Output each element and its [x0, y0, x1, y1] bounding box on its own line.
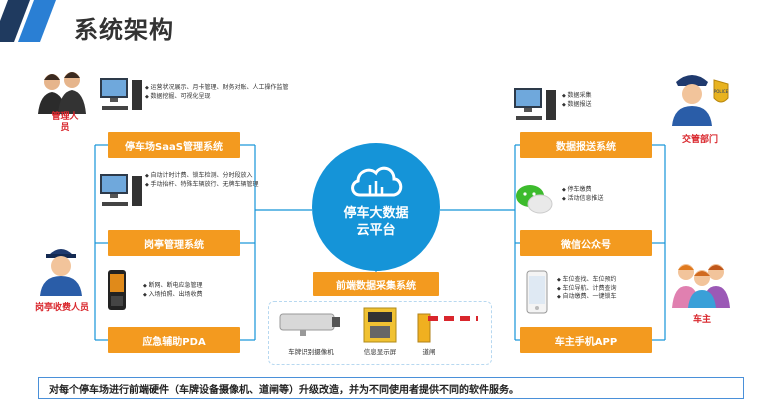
pda-box[interactable]: 应急辅助PDA: [108, 327, 240, 353]
pda-bullets: 断网、断电应急管理 入场拍照、出场收费: [143, 282, 202, 299]
role-traffic: 交管部门: [681, 135, 718, 145]
page-title: 系统架构: [74, 16, 174, 44]
saas-bullet-2: 数据挖掘、可视化呈现: [145, 93, 288, 102]
cloud-icon: [351, 166, 403, 197]
footer-note: 对每个停车场进行前端硬件（车牌设备摄像机、道闸等）升级改造，并为不同使用者提供不…: [38, 377, 744, 399]
wechat-bullet-2: 活动信息推送: [562, 195, 603, 204]
booth-box[interactable]: 岗亭管理系统: [108, 230, 240, 256]
computer-icon: [100, 174, 142, 206]
header-stripes: [0, 0, 56, 42]
booth-bullet-1: 自动计时计费、锁车检测、分时段放入: [145, 172, 258, 181]
police-badge-text: POLICE: [714, 89, 729, 94]
cloud-platform: 停车大数据 云平台: [312, 143, 440, 271]
barrier-gate-icon: [417, 313, 478, 343]
role-manager: 管理人员: [51, 112, 79, 133]
manager-people-icon: [38, 72, 86, 114]
booth-bullet-2: 手动抬杆、特殊车辆放行、无牌车辆管理: [145, 181, 258, 190]
owners-people-icon: [672, 264, 730, 308]
report-box[interactable]: 数据报送系统: [520, 132, 652, 158]
cloud-line1: 停车大数据: [343, 206, 409, 221]
pda-bullet-2: 入场拍照、出场收费: [143, 291, 202, 300]
report-bullet-1: 数据采集: [562, 92, 591, 101]
saas-box[interactable]: 停车场SaaS管理系统: [108, 132, 240, 158]
police-icon: POLICE: [672, 75, 729, 126]
app-bullet-3: 自动缴费、一键锁车: [557, 293, 616, 302]
app-box[interactable]: 车主手机APP: [520, 327, 652, 353]
cloud-line2: 云平台: [356, 223, 396, 238]
role-booth-staff: 岗亭收费人员: [34, 303, 89, 313]
device-label-display: 信息显示屏: [363, 348, 397, 356]
app-bullet-1: 车位查找、车位预约: [557, 276, 616, 285]
front-devices-frame: [268, 301, 492, 365]
report-bullets: 数据采集 数据报送: [562, 92, 591, 109]
computer-icon: [514, 88, 556, 120]
wechat-box[interactable]: 微信公众号: [520, 230, 652, 256]
booth-bullets: 自动计时计费、锁车检测、分时段放入 手动抬杆、特殊车辆放行、无牌车辆管理: [145, 172, 258, 189]
saas-bullet-1: 运营状况展示、月卡管理、财务对账、人工操作监管: [145, 84, 288, 93]
role-owner: 车主: [692, 315, 711, 325]
saas-bullets: 运营状况展示、月卡管理、财务对账、人工操作监管 数据挖掘、可视化呈现: [145, 84, 288, 101]
wechat-icon: [516, 185, 553, 214]
report-bullet-2: 数据报送: [562, 101, 591, 110]
phone-icon: [526, 270, 548, 314]
wechat-bullet-1: 停车缴费: [562, 186, 603, 195]
front-box[interactable]: 前端数据采集系统: [313, 272, 439, 296]
booth-staff-icon: [40, 249, 82, 296]
display-screen-icon: [363, 307, 397, 343]
device-label-gate: 道闸: [422, 348, 436, 356]
computer-icon: [100, 78, 142, 110]
app-bullets: 车位查找、车位预约 车位导航、计费查询 自动缴费、一键锁车: [557, 276, 616, 302]
wechat-bullets: 停车缴费 活动信息推送: [562, 186, 603, 203]
pda-icon: [108, 270, 126, 310]
pda-bullet-1: 断网、断电应急管理: [143, 282, 202, 291]
camera-icon: [279, 313, 340, 336]
app-bullet-2: 车位导航、计费查询: [557, 285, 616, 294]
device-label-camera: 车牌识别摄像机: [288, 348, 334, 356]
